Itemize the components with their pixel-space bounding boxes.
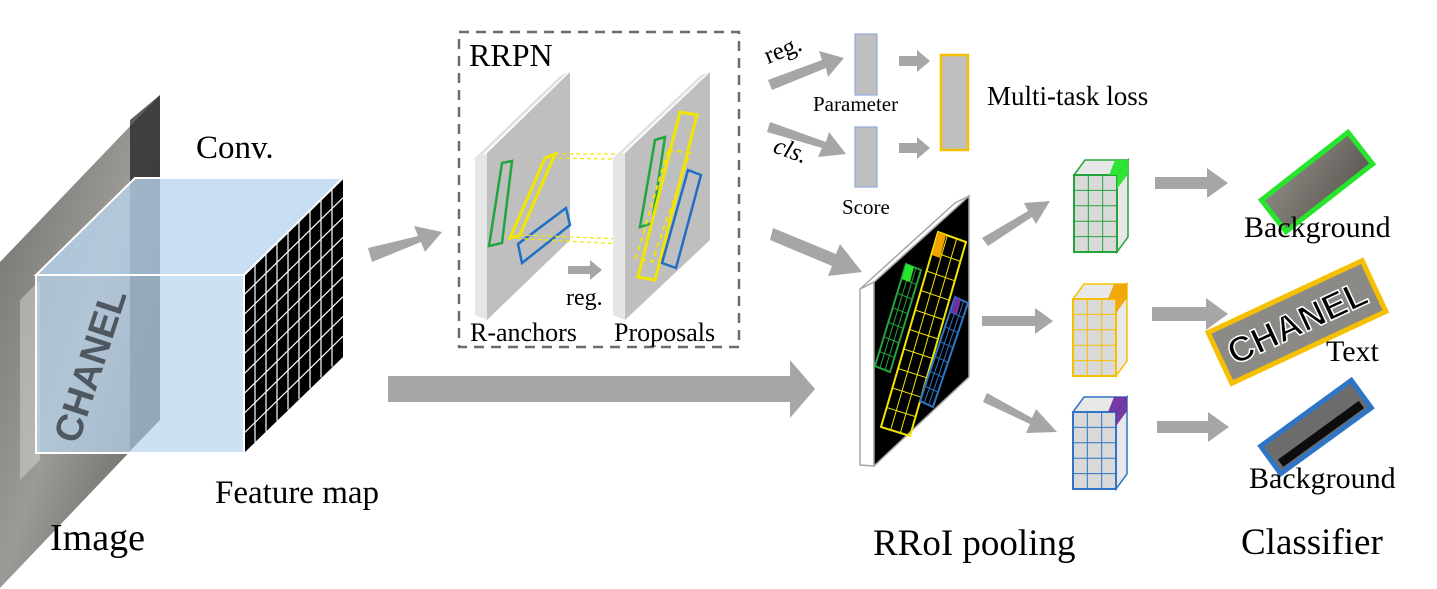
proposal-blue	[660, 168, 703, 270]
arrows	[368, 50, 1229, 442]
rroi-region-yellow	[879, 230, 968, 438]
proposal-yellow-1	[636, 110, 699, 282]
r-anchors-panel	[473, 72, 572, 320]
arrow-to-blue-grid	[983, 393, 1057, 433]
arrow-to-background-top	[1155, 168, 1228, 198]
proposals-label: Proposals	[614, 318, 715, 347]
arrow-to-yellow-grid	[982, 308, 1053, 334]
background-bottom-label: Background	[1249, 462, 1396, 495]
rrpn-box	[457, 30, 741, 349]
classifier-background-top	[1257, 128, 1377, 236]
arrow-to-text	[1152, 298, 1228, 330]
pooled-grid-yellow	[1071, 281, 1129, 379]
background-top-label: Background	[1244, 211, 1391, 244]
rroi-green-cell	[902, 264, 914, 282]
parameter-label: Parameter	[813, 92, 898, 116]
score-label: Score	[842, 195, 890, 219]
pooled-grid-green	[1072, 157, 1130, 255]
image-label: Image	[50, 517, 145, 559]
arrow-to-background-bottom	[1157, 412, 1229, 442]
rroi-orange-cell	[932, 232, 946, 258]
text-label: Text	[1326, 335, 1380, 368]
arrow-to-rrpn	[368, 226, 442, 262]
arrow-rrpn-to-rroi	[770, 228, 862, 276]
arrow-reg-inner	[568, 260, 602, 280]
parameter-bar	[854, 33, 878, 96]
proposal-yellow-2	[634, 148, 692, 264]
arrow-to-green-grid	[982, 201, 1050, 246]
feature-map-cube: CHANEL	[33, 177, 346, 454]
r-anchors-label: R-anchors	[470, 318, 577, 347]
anchor-blue	[516, 205, 572, 266]
proposals-panel	[611, 72, 710, 320]
arrow-cls	[767, 122, 846, 157]
conv-label: Conv.	[196, 130, 274, 166]
classifier-label: Classifier	[1241, 522, 1383, 563]
rroi-region-green	[873, 262, 923, 374]
arrow-param-to-loss	[899, 50, 930, 72]
multitask-loss-label: Multi-task loss	[987, 81, 1148, 111]
multitask-loss-bar	[939, 53, 970, 152]
reg-inner-label: reg.	[566, 285, 603, 311]
pooled-grids	[1071, 157, 1130, 492]
reg-top-label: reg.	[760, 30, 806, 69]
rrpn-label: RRPN	[469, 37, 553, 73]
rroi-feature-panel	[859, 194, 970, 468]
arrow-to-rroi	[388, 360, 815, 418]
score-bar	[854, 126, 878, 188]
feature-map-label: Feature map	[215, 475, 379, 511]
rroi-purple-cell	[951, 297, 961, 315]
arrow-reg-top	[768, 51, 844, 90]
rroi-pooling-label: RRoI pooling	[873, 523, 1076, 564]
arrow-score-to-loss	[899, 137, 930, 159]
rroi-region-blue	[918, 295, 970, 409]
classifier-background-bottom	[1257, 376, 1375, 478]
pooled-grid-blue	[1071, 394, 1129, 492]
anchor-green	[487, 159, 514, 248]
